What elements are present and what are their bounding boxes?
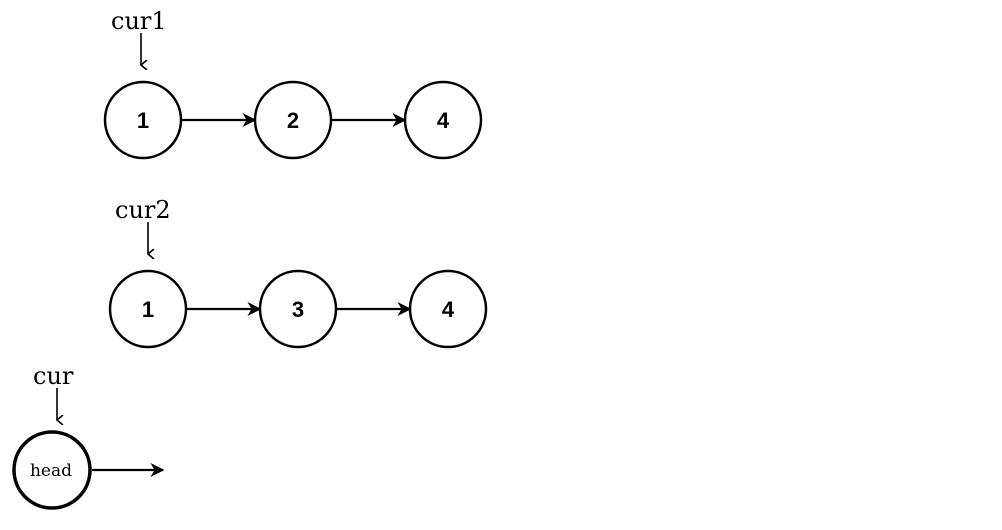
- list-2: cur2 1 3 4: [108, 196, 488, 349]
- cur2-pointer-label: cur2: [115, 196, 171, 224]
- list-1: cur1 1 2 4: [103, 7, 483, 160]
- result-list: cur head: [12, 362, 165, 510]
- cur-pointer-label: cur: [33, 362, 74, 390]
- list-2-node-2-value: 3: [292, 297, 304, 322]
- head-node-label: head: [30, 461, 72, 481]
- list-1-node-1: 1: [103, 80, 183, 160]
- list-1-node-3: 4: [403, 80, 483, 160]
- list-2-node-2: 3: [258, 269, 338, 349]
- cur1-pointer-label: cur1: [111, 7, 167, 35]
- list-1-node-3-value: 4: [437, 108, 450, 133]
- list-1-node-1-value: 1: [137, 108, 149, 133]
- list-2-node-1-value: 1: [142, 297, 154, 322]
- head-node: head: [12, 430, 92, 510]
- list-1-node-2: 2: [253, 80, 333, 160]
- list-2-node-3-value: 4: [442, 297, 455, 322]
- list-2-node-1: 1: [108, 269, 188, 349]
- list-2-node-3: 4: [408, 269, 488, 349]
- list-1-node-2-value: 2: [287, 108, 299, 133]
